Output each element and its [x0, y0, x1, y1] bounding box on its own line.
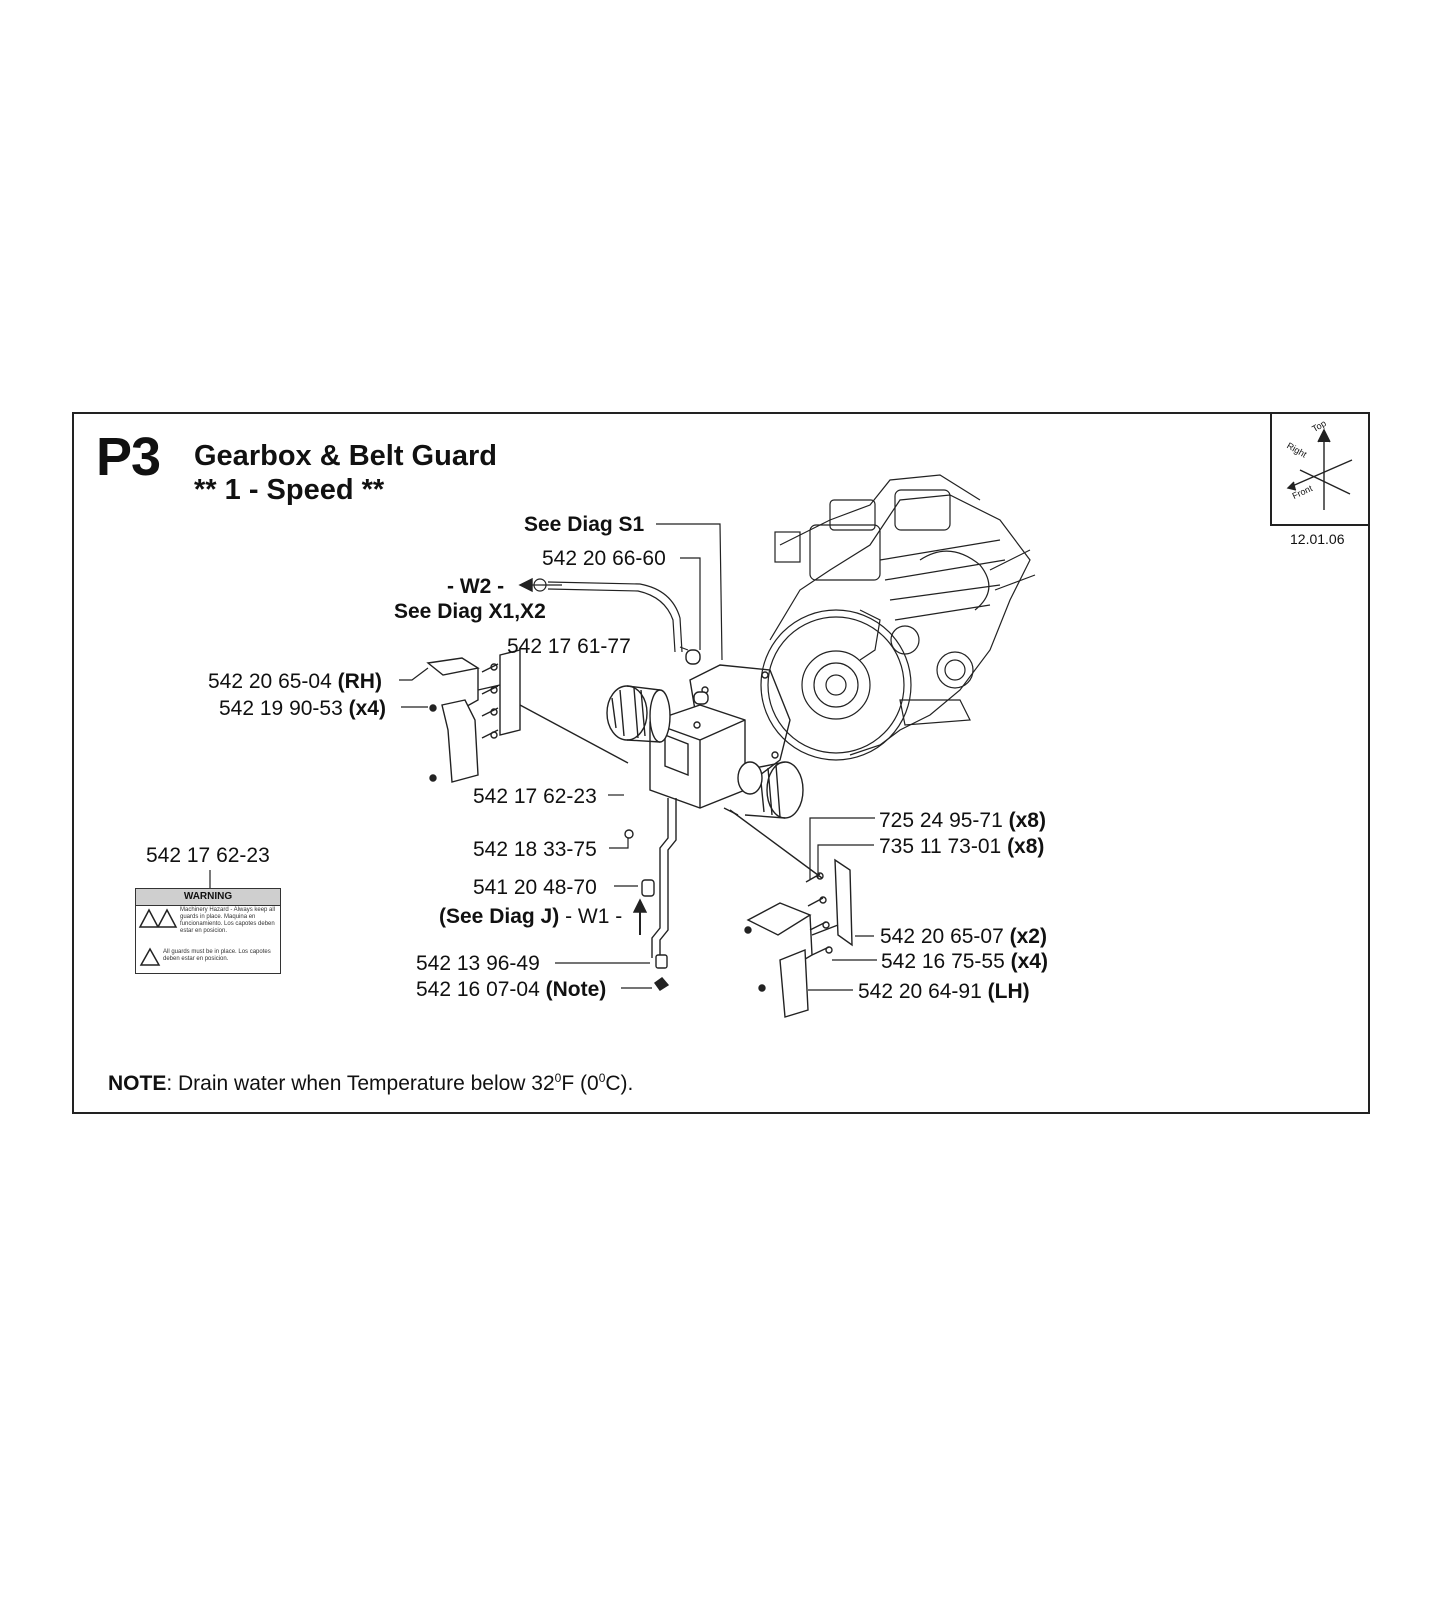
see-diag-j-label: (See Diag J) - W1 - — [439, 905, 623, 928]
note-text: NOTE: Drain water when Temperature below… — [108, 1071, 634, 1095]
warning-decal-text-2: All guards must be in place. Los capotes… — [163, 949, 271, 962]
leader-lines — [399, 523, 877, 991]
callout-542-20-65-04: 542 20 65-04 (RH) — [208, 670, 382, 693]
w2-arrow-icon — [518, 577, 533, 593]
callout-542-17-62-23: 542 17 62-23 — [473, 785, 597, 808]
callout-541-20-48-70: 541 20 48-70 — [473, 876, 597, 899]
page-code: P3 — [96, 427, 161, 487]
callout-542-20-66-60: 542 20 66-60 — [542, 547, 666, 570]
gearbox-drawing — [606, 649, 804, 819]
right-belt-guard-drawing — [723, 807, 853, 1018]
see-diag-s1-label: See Diag S1 — [524, 513, 645, 536]
warning-label-code: 542 17 62-23 — [146, 844, 270, 867]
warning-decal: WARNING Machinery Hazard - Always keep a… — [135, 888, 281, 974]
left-belt-guard-drawing — [426, 649, 629, 783]
callout-542-20-65-07: 542 20 65-07 (x2) — [880, 925, 1047, 948]
engine-drawing — [760, 474, 1036, 761]
callout-542-17-61-77: 542 17 61-77 — [507, 635, 631, 658]
orientation-axes-icon — [1286, 428, 1353, 510]
drain-line-drawing — [624, 798, 677, 991]
callout-542-19-90-53: 542 19 90-53 (x4) — [219, 697, 386, 720]
page-subtitle: ** 1 - Speed ** — [194, 474, 385, 506]
diagram-frame — [72, 412, 1370, 1114]
callout-735-11-73-01: 735 11 73-01 (x8) — [879, 835, 1045, 858]
warning-decal-header: WARNING — [136, 889, 280, 906]
warning-triangle-icon — [139, 947, 161, 966]
callout-542-20-64-91: 542 20 64-91 (LH) — [858, 980, 1030, 1003]
page-title: Gearbox & Belt Guard — [194, 440, 497, 472]
callout-542-18-33-75: 542 18 33-75 — [473, 838, 597, 861]
see-diag-x-label: See Diag X1,X2 — [394, 600, 546, 623]
w1-arrow-icon — [632, 898, 648, 913]
callout-542-16-75-55: 542 16 75-55 (x4) — [881, 950, 1048, 973]
w2-label: - W2 - — [447, 575, 505, 598]
warning-triangle-icon — [138, 908, 178, 928]
revision-date: 12.01.06 — [1290, 531, 1345, 547]
callout-725-24-95-71: 725 24 95-71 (x8) — [879, 809, 1046, 832]
callout-542-13-96-49: 542 13 96-49 — [416, 952, 540, 975]
callout-542-16-07-04: 542 16 07-04 (Note) — [416, 978, 607, 1001]
warning-decal-text-1: Machinery Hazard - Always keep all guard… — [180, 907, 276, 934]
orientation-box — [1270, 412, 1370, 526]
